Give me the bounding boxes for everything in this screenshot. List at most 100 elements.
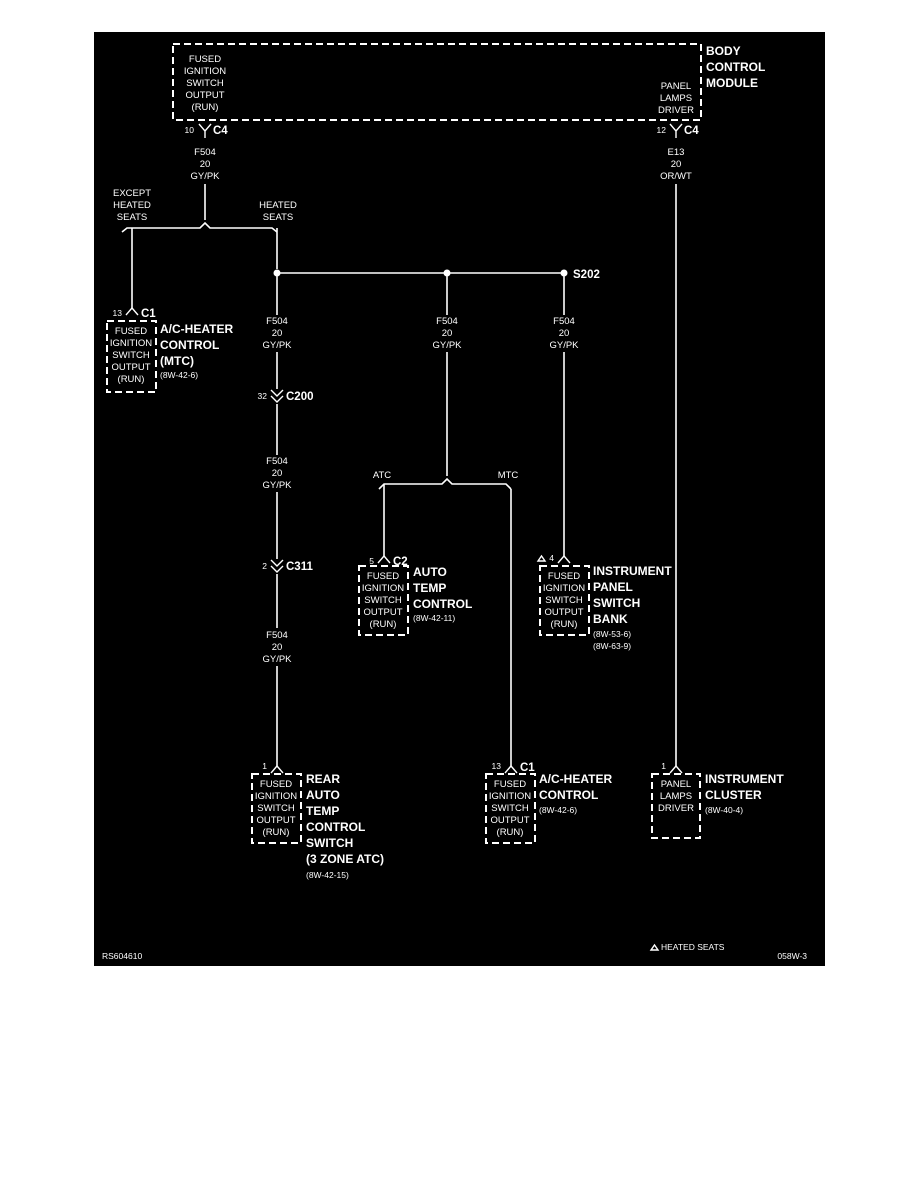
component-pin-number: 1: [661, 761, 666, 771]
component-line-2: IGNITION: [489, 791, 531, 802]
bcm-pin-left-symbol: [198, 123, 212, 138]
component-title-line-1: INSTRUMENT: [705, 772, 784, 786]
bcm-panel-lamps-line-3: DRIVER: [658, 105, 694, 116]
connector-c200-name: C200: [286, 391, 314, 403]
component-instrument-panel-switch-bank: 4 FUSED IGNITION SWITCH OUTPUT (RUN) INS…: [536, 553, 672, 651]
component-title-line-2: PANEL: [593, 580, 633, 594]
bcm-pin-left-number: 10: [185, 125, 195, 135]
component-line-2: IGNITION: [110, 338, 152, 349]
wire-code: F504: [194, 147, 216, 158]
connector-c311-pin: 2: [262, 561, 267, 571]
wire-gauge: 20: [442, 328, 453, 339]
component-ref-2: (8W-63-9): [593, 641, 631, 651]
heated-seats-triangle-icon: [536, 554, 547, 562]
component-ref-1: (8W-42-15): [306, 870, 349, 880]
component-title-line-3: (MTC): [160, 354, 194, 368]
component-line-3: DRIVER: [658, 803, 694, 814]
splice-label: S202: [573, 269, 600, 281]
component-pin-number: 13: [492, 761, 502, 771]
wire-gauge: 20: [671, 159, 682, 170]
component-outline: [251, 773, 302, 844]
wire-label-f504-rear-2: F504 20 GY/PK: [262, 456, 292, 491]
wire-color: OR/WT: [660, 171, 692, 182]
component-line-2: LAMPS: [660, 791, 692, 802]
bcm-panel-lamps-line-2: LAMPS: [660, 93, 692, 104]
wire-color: GY/PK: [262, 654, 292, 665]
wire-gauge: 20: [200, 159, 211, 170]
component-ref-1: (8W-53-6): [593, 629, 631, 639]
component-title-line-3: SWITCH: [593, 596, 640, 610]
component-title-line-2: CLUSTER: [705, 788, 762, 802]
component-ref-1: (8W-42-6): [539, 805, 577, 815]
bcm-title-line-3: MODULE: [706, 76, 758, 90]
bcm-fused-output-line-5: (RUN): [192, 102, 219, 113]
connector-c311-name: C311: [286, 561, 313, 573]
branch-label-line-2: HEATED: [113, 200, 151, 211]
diagram-background: [94, 32, 825, 966]
component-outline: [651, 773, 701, 839]
heated-seats-note-triangle-icon: [649, 943, 660, 951]
component-line-1: FUSED: [367, 571, 399, 582]
bcm-fused-output-line-2: IGNITION: [184, 66, 226, 77]
component-auto-temp-control: 5 C2 FUSED IGNITION SWITCH OUTPUT (RUN) …: [358, 554, 472, 636]
component-line-3: SWITCH: [491, 803, 529, 814]
wire-color: GY/PK: [432, 340, 462, 351]
component-line-3: SWITCH: [257, 803, 295, 814]
component-pin-symbol: [504, 764, 518, 774]
footer-right-code: 058W-3: [777, 951, 807, 961]
component-outline: [358, 565, 409, 636]
bcm-connector-right: C4: [684, 125, 699, 137]
bcm-fused-output-line-3: SWITCH: [186, 78, 224, 89]
branch-label-line-1: HEATED: [259, 200, 297, 211]
component-ac-heater-control: 13 C1 FUSED IGNITION SWITCH OUTPUT (RUN)…: [485, 761, 612, 844]
connector-c200-pin: 32: [258, 391, 268, 401]
wire-gauge: 20: [272, 468, 283, 479]
component-outline: [106, 320, 157, 393]
component-line-1: FUSED: [260, 779, 292, 790]
bcm-outline: [172, 43, 702, 121]
component-line-1: FUSED: [115, 326, 147, 337]
component-line-5: (RUN): [118, 374, 145, 385]
branch-label-line-3: SEATS: [117, 212, 147, 223]
footer-left-code: RS604610: [102, 951, 142, 961]
component-title-line-2: CONTROL: [539, 788, 598, 802]
wire-gauge: 20: [272, 328, 283, 339]
wire-color: GY/PK: [190, 171, 220, 182]
component-ac-heater-mtc: 13 C1 FUSED IGNITION SWITCH OUTPUT (RUN)…: [106, 306, 233, 393]
bcm-connector-left: C4: [213, 125, 228, 137]
component-ref-1: (8W-40-4): [705, 805, 743, 815]
bcm-panel-lamps-label: PANEL LAMPS DRIVER: [658, 81, 694, 116]
bcm-pin-right-number: 12: [657, 125, 667, 135]
component-title-line-1: AUTO: [413, 565, 447, 579]
wire-label-f504-middle: F504 20 GY/PK: [432, 316, 462, 351]
component-title-line-6: (3 ZONE ATC): [306, 852, 384, 866]
component-pin-symbol: [557, 554, 571, 564]
branch-label-atc: ATC: [373, 470, 391, 481]
bcm-fused-output-label: FUSED IGNITION SWITCH OUTPUT (RUN): [184, 54, 226, 113]
component-pin-number: 4: [549, 553, 554, 563]
component-connector: C1: [520, 762, 535, 774]
wire-code: F504: [436, 316, 458, 327]
wire-label-e13: E13 20 OR/WT: [660, 147, 692, 182]
component-line-4: OUTPUT: [544, 607, 583, 618]
component-line-5: (RUN): [497, 827, 524, 838]
component-title-line-3: CONTROL: [413, 597, 472, 611]
component-line-1: PANEL: [661, 779, 691, 790]
wire-color: GY/PK: [549, 340, 579, 351]
wire-label-f504-rear-3: F504 20 GY/PK: [262, 630, 292, 665]
wire-label-f504-top: F504 20 GY/PK: [190, 147, 220, 182]
wire-gauge: 20: [559, 328, 570, 339]
connector-c311-symbol: [270, 559, 284, 573]
component-line-5: (RUN): [263, 827, 290, 838]
component-title-line-3: TEMP: [306, 804, 339, 818]
component-title-line-4: BANK: [593, 612, 628, 626]
component-title-line-1: A/C-HEATER: [160, 322, 233, 336]
wire-label-f504-right: F504 20 GY/PK: [549, 316, 579, 351]
component-line-4: OUTPUT: [111, 362, 150, 373]
component-title-line-2: TEMP: [413, 581, 446, 595]
wire-label-f504-rear-1: F504 20 GY/PK: [262, 316, 292, 351]
bcm-fused-output-line-4: OUTPUT: [185, 90, 224, 101]
wire-heated-seats-branch: [121, 221, 278, 233]
branch-label-line-2: SEATS: [263, 212, 293, 223]
footer-note: HEATED SEATS: [661, 942, 725, 952]
